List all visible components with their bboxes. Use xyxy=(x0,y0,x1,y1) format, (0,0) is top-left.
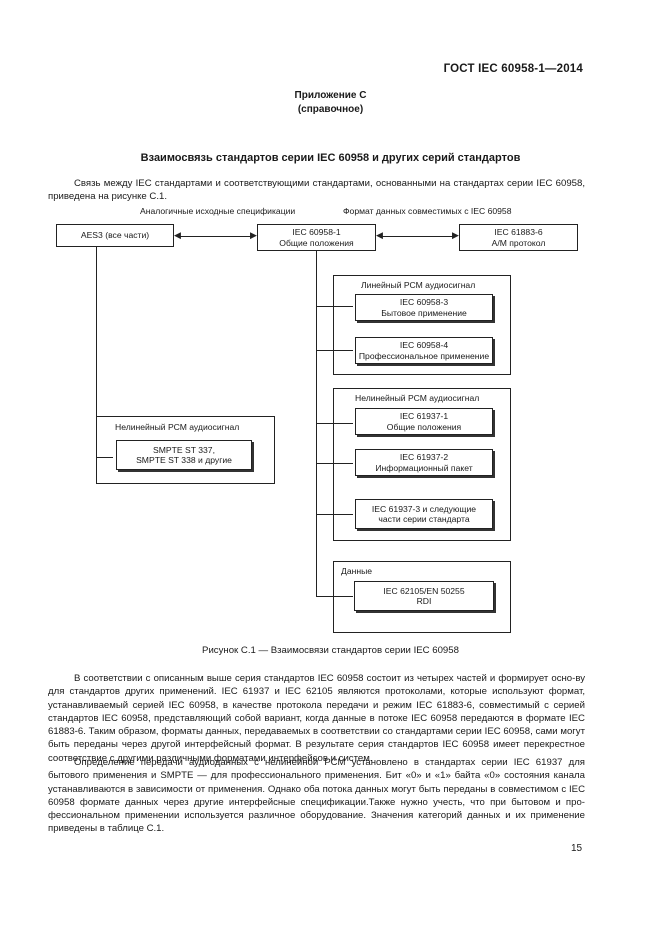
arrow-right-head: ▶ xyxy=(250,230,257,240)
appendix-note: (справочное) xyxy=(297,104,364,115)
iec-60958-3-box: IEC 60958-3 Бытовое применение xyxy=(355,294,493,321)
linear-pcm-group xyxy=(333,275,511,375)
aes3-label: AES3 (все части) xyxy=(80,230,150,241)
label-analog-specs: Аналогичные исходные спецификации xyxy=(140,206,296,216)
connector-aes3-down xyxy=(96,247,97,457)
figure-caption: Рисунок С.1 — Взаимосвязи стандартов сер… xyxy=(202,645,459,656)
iec-60958-4-line2: Профессиональное применение xyxy=(358,350,490,361)
body-paragraph-2: Определение передачи аудиоданных с нелин… xyxy=(48,757,585,835)
arrow-line-center-right xyxy=(380,236,455,237)
smpte-line2: SMPTE ST 338 и другие xyxy=(136,455,232,465)
connector-nonlinear-3 xyxy=(316,514,353,515)
iec-60958-1-box: IEC 60958-1 Общие положения xyxy=(257,224,376,251)
iec-61937-3-line2: части серии стандарта xyxy=(378,514,470,524)
iec-61937-3-box: IEC 61937-3 и следующие части серии стан… xyxy=(355,499,493,529)
arrow-left-head: ◀ xyxy=(174,230,181,240)
arrow-left-head-2: ◀ xyxy=(376,230,383,240)
iec-60958-3-line2: Бытовое применение xyxy=(381,307,467,318)
iec-62105-line2: RDI xyxy=(416,596,432,606)
iec-61883-6-line2: A/M протокол xyxy=(491,237,546,248)
nonlinear-pcm-group xyxy=(333,388,511,541)
iec-61937-1-box: IEC 61937-1 Общие положения xyxy=(355,408,493,435)
iec-60958-3-line1: IEC 60958-3 xyxy=(399,297,449,307)
label-compatible-formats: Формат данных совместимых с IEC 60958 xyxy=(343,206,512,216)
nonlinear-pcm-label: Нелинейный РСМ аудиосигнал xyxy=(355,393,480,403)
section-title: Взаимосвязь стандартов серии IEC 60958 и… xyxy=(140,152,521,164)
smpte-box: SMPTE ST 337, SMPTE ST 338 и другие xyxy=(116,440,252,470)
data-group-label: Данные xyxy=(341,566,373,576)
iec-60958-4-box: IEC 60958-4 Профессиональное применение xyxy=(355,337,493,364)
smpte-group-label: Нелинейный РСМ аудиосигнал xyxy=(115,422,240,432)
iec-61937-1-line2: Общие положения xyxy=(386,421,462,432)
data-group xyxy=(333,561,511,633)
iec-61937-3-line1: IEC 61937-3 и следующие xyxy=(371,503,477,514)
document-id: ГОСТ IEC 60958-1—2014 xyxy=(443,63,583,75)
iec-62105-box: IEC 62105/EN 50255 RDI xyxy=(354,581,494,611)
iec-60958-4-line1: IEC 60958-4 xyxy=(399,340,449,350)
intro-paragraph: Связь между IEC стандартами и соответств… xyxy=(48,178,585,203)
iec-60958-1-line2: Общие положения xyxy=(279,237,354,248)
smpte-group xyxy=(96,416,275,484)
body-paragraph-1: В соответствии с описанным выше серия ст… xyxy=(48,673,585,764)
appendix-title: Приложение С xyxy=(294,90,367,101)
iec-61883-6-line1: IEC 61883-6 xyxy=(494,227,543,237)
iec-61937-2-line1: IEC 61937-2 xyxy=(399,452,449,462)
aes3-box: AES3 (все части) xyxy=(56,224,174,247)
iec-61937-1-line1: IEC 61937-1 xyxy=(399,411,449,421)
connector-linear-2 xyxy=(316,350,353,351)
connector-nonlinear-1 xyxy=(316,423,353,424)
iec-60958-1-line1: IEC 60958-1 xyxy=(292,227,341,237)
smpte-line1: SMPTE ST 337, xyxy=(153,444,215,455)
connector-aes3-smpte xyxy=(96,457,113,458)
arrow-right-head-2: ▶ xyxy=(452,230,459,240)
iec-61883-6-box: IEC 61883-6 A/M протокол xyxy=(459,224,578,251)
arrow-line-aes3-center xyxy=(178,236,254,237)
connector-data xyxy=(316,596,353,597)
page-number: 15 xyxy=(571,843,583,854)
iec-62105-line1: IEC 62105/EN 50255 xyxy=(383,585,465,596)
iec-61937-2-box: IEC 61937-2 Информационный пакет xyxy=(355,449,493,476)
iec-61937-2-line2: Информационный пакет xyxy=(375,462,473,473)
connector-nonlinear-2 xyxy=(316,463,353,464)
connector-linear-1 xyxy=(316,306,353,307)
linear-pcm-label: Линейный РСМ аудиосигнал xyxy=(361,280,476,290)
